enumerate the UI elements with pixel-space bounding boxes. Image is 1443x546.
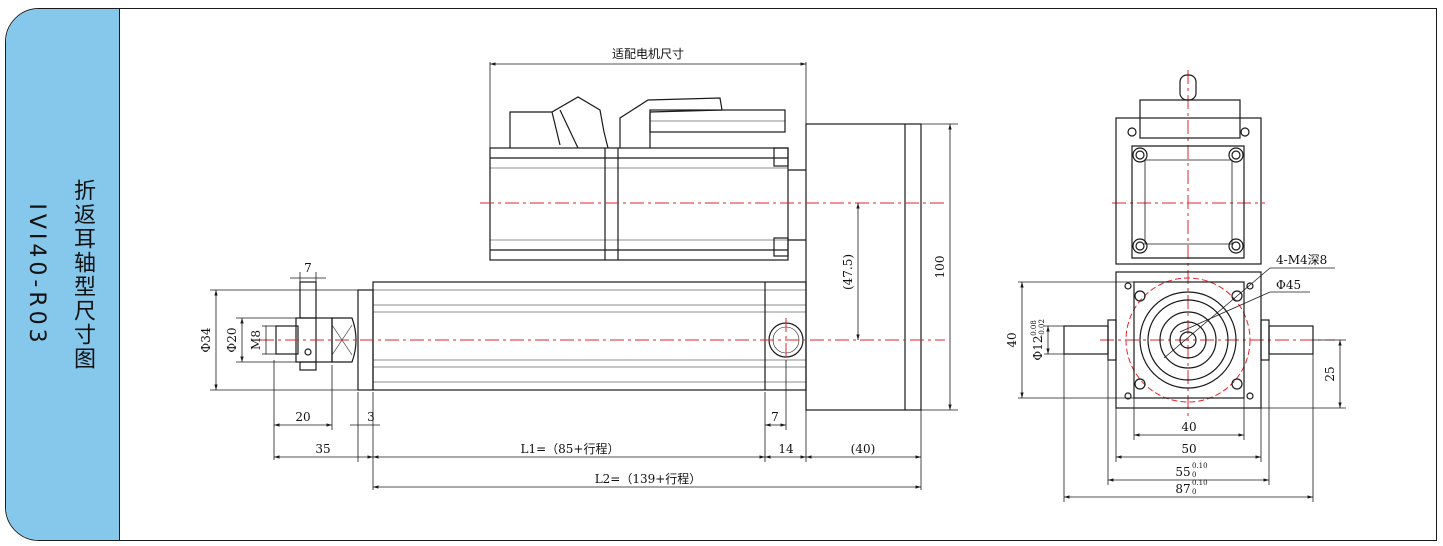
dim-phi34: Φ34 (199, 327, 213, 352)
dim-phi20: Φ20 (225, 327, 239, 352)
rod-end (275, 281, 374, 391)
label-4-m4-holes: 4-M4深8 (1276, 253, 1327, 267)
motor-adapter (805, 123, 922, 411)
front-view (275, 96, 922, 411)
side-dimension-lines (1018, 267, 1346, 502)
dim-55-tol-lower: 0 (1192, 471, 1196, 479)
dim-40-horizontal: 40 (1181, 420, 1196, 434)
center-lines (260, 70, 1335, 420)
dim-87-tol-upper: 0.10 (1192, 479, 1208, 487)
actuator-body (372, 281, 807, 391)
dim-35: 35 (315, 442, 330, 456)
dim-55: 55 (1175, 465, 1190, 479)
dim-l2: L2=（139+行程） (595, 471, 702, 486)
dim-55-tol-upper: 0.10 (1192, 462, 1208, 470)
dim-14: 14 (778, 442, 794, 456)
dim-20-length: 20 (295, 410, 310, 424)
dim-50: 50 (1181, 442, 1196, 456)
dim-l1: L1=（85+行程） (521, 441, 620, 456)
motor-size-label: 适配电机尺寸 (612, 47, 684, 61)
motor-flange-plate (1115, 117, 1262, 265)
drawing-frame: 折返耳轴型尺寸图 IVI40-R03 (5, 8, 1437, 541)
side-view (1063, 74, 1314, 409)
dim-7-bottom: 7 (771, 410, 779, 424)
dim-100: 100 (933, 256, 947, 279)
dim-phi12: Φ12 (1031, 335, 1045, 360)
dim-phi12-tol-upper: 0.08 (1030, 320, 1038, 336)
dim-40-paren: (40) (851, 442, 876, 456)
dim-47-5: (47.5) (841, 254, 855, 290)
dim-phi12-tol-lower: -0.02 (1038, 319, 1046, 337)
dimension-labels: 适配电机尺寸 7 Φ34 Φ20 M8 20 3 35 L1=（85+行程） 7… (199, 47, 1337, 496)
side-tab: 折返耳轴型尺寸图 IVI40-R03 (6, 9, 120, 540)
dim-m8: M8 (249, 330, 263, 350)
tab-model: IVI40-R03 (24, 202, 49, 347)
dim-25: 25 (1323, 366, 1337, 381)
label-phi45: Φ45 (1276, 278, 1301, 292)
dim-87: 87 (1175, 482, 1190, 496)
dim-40-vertical: 40 (1005, 332, 1019, 347)
dim-3: 3 (367, 410, 375, 424)
front-dimension-lines (210, 62, 958, 490)
tab-title: 折返耳轴型尺寸图 (70, 178, 95, 371)
dim-87-tol-lower: 0 (1192, 488, 1196, 496)
dim-7-top: 7 (304, 261, 312, 275)
motor-body (489, 96, 789, 261)
